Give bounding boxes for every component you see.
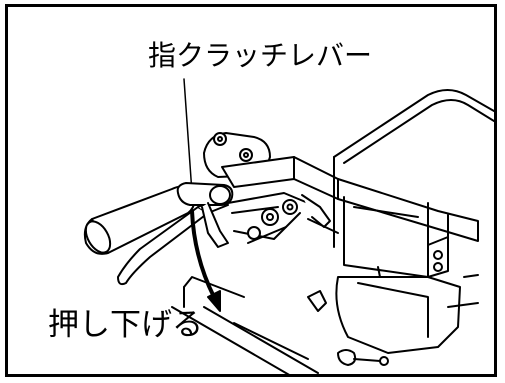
handle-tube-icon bbox=[221, 156, 479, 242]
diagram-frame: 指クラッチレバー 押し下げる bbox=[5, 4, 497, 377]
deck-frame-icon bbox=[171, 276, 319, 374]
left-grip-icon bbox=[83, 185, 196, 255]
engine-body-icon bbox=[307, 266, 479, 366]
finger-clutch-lever-label: 指クラッチレバー bbox=[148, 39, 373, 72]
control-panel-icon bbox=[333, 89, 494, 278]
handlebar-illustration bbox=[83, 78, 494, 374]
finger-clutch-lever-icon bbox=[176, 182, 234, 248]
linkage-icon bbox=[227, 192, 339, 244]
leader-line bbox=[183, 78, 193, 194]
push-down-label: 押し下げる bbox=[48, 307, 203, 343]
push-down-arrow-icon bbox=[190, 209, 221, 312]
